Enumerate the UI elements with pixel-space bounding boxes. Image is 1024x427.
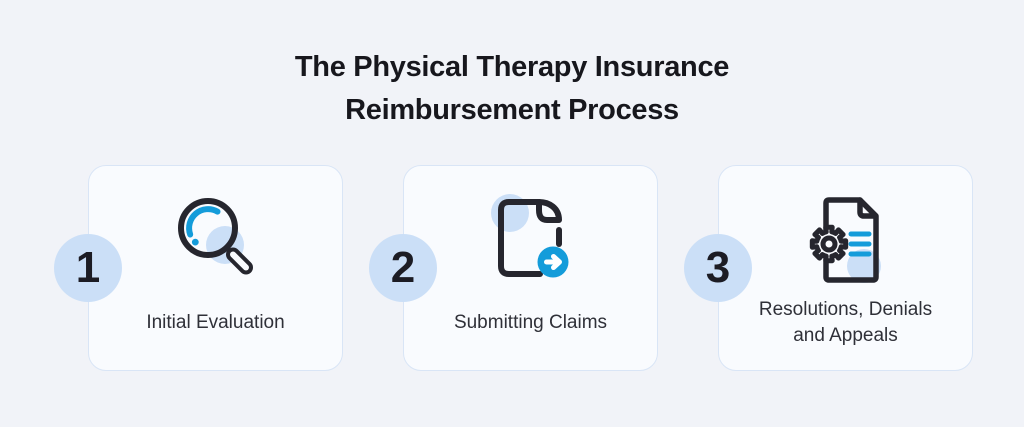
document-arrow-icon (490, 194, 568, 278)
page-title-line1: The Physical Therapy Insurance (294, 51, 730, 83)
step-label-text: Resolutions, Denials and Appeals (759, 297, 932, 349)
step-number: 3 (705, 243, 731, 292)
decor-circle (846, 249, 881, 283)
step-number: 1 (75, 243, 101, 292)
document-gear-icon (809, 197, 881, 283)
step-number: 2 (390, 243, 416, 292)
step-card-submitting-claims: 2 Submitting Claims (369, 165, 658, 371)
step-label-text: Initial Evaluation (146, 312, 285, 333)
page-title-line2: Reimbursement Process (345, 94, 679, 126)
step-number-badge: 2 (369, 234, 437, 302)
step-number-badge: 3 (684, 234, 752, 302)
gear-glyph (809, 224, 848, 264)
step-number-badge: 1 (54, 234, 122, 302)
step-card-initial-evaluation: 1 Initial Evaluation (54, 165, 343, 371)
step-label: Submitting Claims (454, 288, 607, 358)
process-steps-row: 1 Initial Evaluation 2 S (54, 165, 973, 371)
step-label: Initial Evaluation (146, 288, 284, 358)
step-label: Resolutions, Denials and Appeals (759, 288, 932, 358)
step-label-line1: Resolutions, Denials (758, 299, 933, 320)
step-card-resolutions-denials-appeals: 3 Resolutions, Denials and Appeals (684, 165, 973, 371)
step-label-text: Submitting Claims (453, 312, 608, 333)
magnifier-icon (177, 198, 253, 275)
step-label-line2: and Appeals (793, 325, 898, 346)
page-title: The Physical Therapy Insurance Reimburse… (0, 0, 1024, 132)
